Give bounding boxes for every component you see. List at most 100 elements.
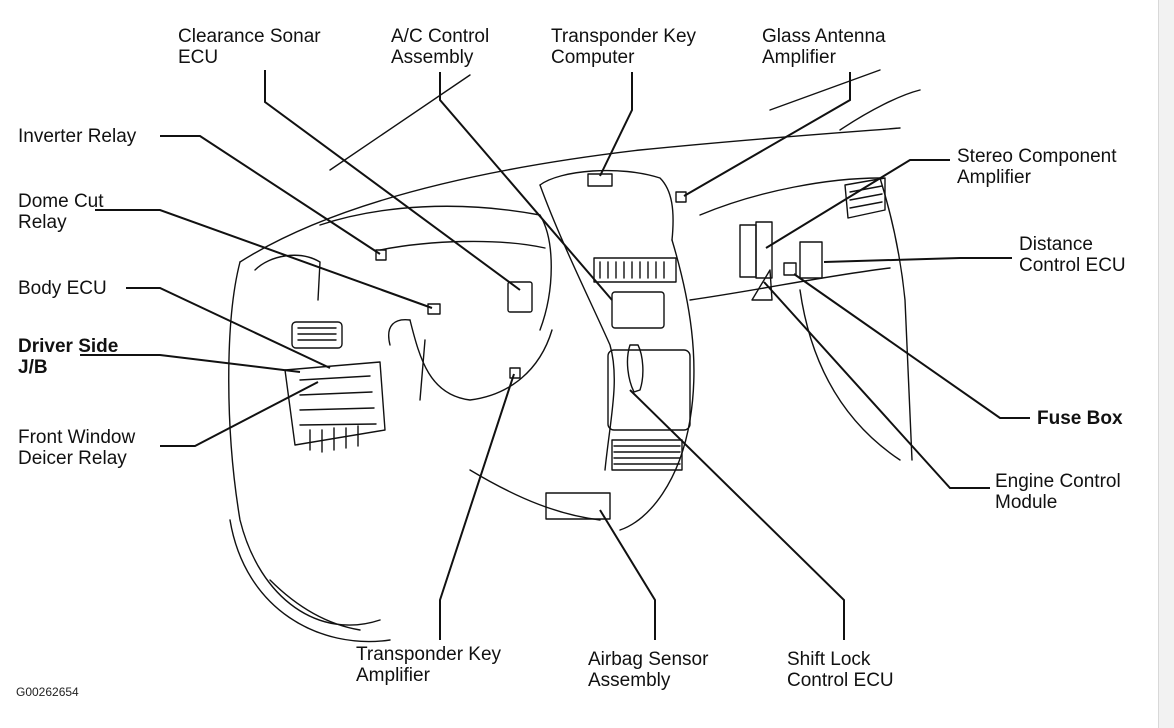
page-edge-strip (1158, 0, 1174, 728)
a-pillar-right (839, 89, 921, 131)
right-dash-edge (879, 177, 913, 461)
leader-dome-cut (95, 209, 433, 309)
leader-shift-lock (629, 389, 845, 640)
shift-lever (626, 344, 644, 393)
left-knee-panel (284, 361, 386, 446)
leader-inverter-relay (160, 135, 381, 255)
left-lower-curve (229, 519, 391, 643)
glass-antenna-amp-part (675, 191, 687, 203)
label-line: Assembly (588, 670, 671, 691)
steering-lower (388, 318, 426, 401)
steering-column (409, 319, 553, 401)
label-glass-antenna-amplifier: Glass Antenna Amplifier (762, 26, 886, 68)
label-distance-control-ecu: Distance Control ECU (1019, 234, 1126, 276)
label-shift-lock-control-ecu: Shift Lock Control ECU (787, 649, 894, 691)
leader-ac-control (439, 72, 613, 301)
leader-airbag-sensor (599, 509, 656, 640)
label-line: Transponder Key (551, 26, 697, 47)
label-stereo-component-amplifier: Stereo Component Amplifier (957, 146, 1117, 188)
center-stack-left (539, 184, 615, 471)
jb-detail (299, 375, 377, 426)
label-line: Clearance Sonar (178, 26, 321, 47)
floor-line (469, 469, 601, 521)
label-line: ECU (178, 47, 219, 68)
engine-control-part (783, 262, 797, 276)
dash-top-outline (239, 127, 901, 263)
left-body-outline (228, 261, 381, 626)
dome-cut-relay-part (427, 303, 441, 315)
label-line: Body ECU (18, 278, 107, 299)
label-line: Fuse Box (1037, 408, 1123, 429)
label-line: Amplifier (957, 167, 1031, 188)
leader-clearance-sonar (264, 70, 521, 291)
windshield-line (329, 74, 471, 171)
label-line: Amplifier (356, 665, 430, 686)
shift-panel (607, 349, 691, 431)
label-line: Computer (551, 47, 635, 68)
inverter-relay-part (375, 249, 387, 261)
label-line: Engine Control (995, 471, 1121, 492)
windshield-right (769, 69, 881, 111)
label-line: A/C Control (391, 26, 490, 47)
lower-grille-slats (613, 445, 681, 465)
right-dash-top (699, 177, 881, 216)
left-vent-area (254, 254, 321, 301)
label-line: Control ECU (787, 670, 894, 691)
right-dash-lower (689, 267, 891, 301)
ac-vent-slats (599, 261, 665, 279)
leader-transponder-key-amp (439, 373, 515, 640)
right-door-line (799, 289, 901, 461)
label-driver-side-jb: Driver Side J/B (18, 336, 118, 378)
leader-body-ecu (126, 287, 331, 369)
label-inverter-relay: Inverter Relay (18, 126, 136, 147)
fuse-box-bracket (751, 269, 773, 301)
center-stack-top (539, 169, 674, 241)
label-line: Module (995, 492, 1058, 513)
leader-glass-antenna (683, 72, 851, 197)
label-line: Shift Lock (787, 649, 871, 670)
label-transponder-key-amplifier: Transponder Key Amplifier (356, 644, 501, 686)
label-line: Distance (1019, 234, 1093, 255)
figure-code: G00262654 (16, 685, 79, 699)
transponder-key-amp-part (509, 367, 521, 379)
label-line: Front Window (18, 427, 136, 448)
leader-transponder-key-computer (599, 72, 633, 177)
distance-control-part (799, 241, 823, 279)
label-line: Transponder Key (356, 644, 502, 665)
label-dome-cut-relay: Dome Cut Relay (18, 191, 104, 233)
airbag-sensor-part (545, 492, 611, 520)
label-line: Driver Side (18, 336, 119, 357)
right-vent-slats (849, 185, 883, 209)
left-vent (291, 321, 343, 349)
label-line: J/B (18, 357, 48, 378)
instrument-hood (319, 205, 552, 331)
label-front-window-deicer-relay: Front Window Deicer Relay (18, 427, 135, 469)
stereo-amp-part-2 (755, 221, 773, 279)
leader-front-window (160, 381, 319, 447)
label-fuse-box: Fuse Box (1037, 408, 1123, 429)
jb-connectors (309, 425, 359, 453)
label-line: Control ECU (1019, 255, 1126, 276)
ac-vent-grille (593, 257, 677, 283)
label-body-ecu: Body ECU (18, 278, 107, 299)
ac-control-unit (611, 291, 665, 329)
instrument-panel (379, 240, 546, 251)
leader-distance-control (823, 257, 1012, 263)
label-line: Assembly (391, 47, 474, 68)
label-ac-control-assembly: A/C Control Assembly (391, 26, 489, 68)
label-line: Dome Cut (18, 191, 104, 212)
label-line: Stereo Component (957, 146, 1117, 167)
right-vent (844, 177, 886, 219)
label-line: Deicer Relay (18, 448, 127, 469)
leader-stereo-amp (765, 159, 950, 249)
clearance-sonar-ecu-part (507, 281, 533, 313)
label-line: Glass Antenna (762, 26, 886, 47)
left-vent-slats (297, 327, 337, 341)
leader-driver-side-jb (80, 354, 301, 373)
label-line: Relay (18, 212, 67, 233)
label-line: Airbag Sensor (588, 649, 709, 670)
lower-console-grille (611, 439, 683, 471)
label-transponder-key-computer: Transponder Key Computer (551, 26, 696, 68)
label-airbag-sensor-assembly: Airbag Sensor Assembly (588, 649, 708, 691)
